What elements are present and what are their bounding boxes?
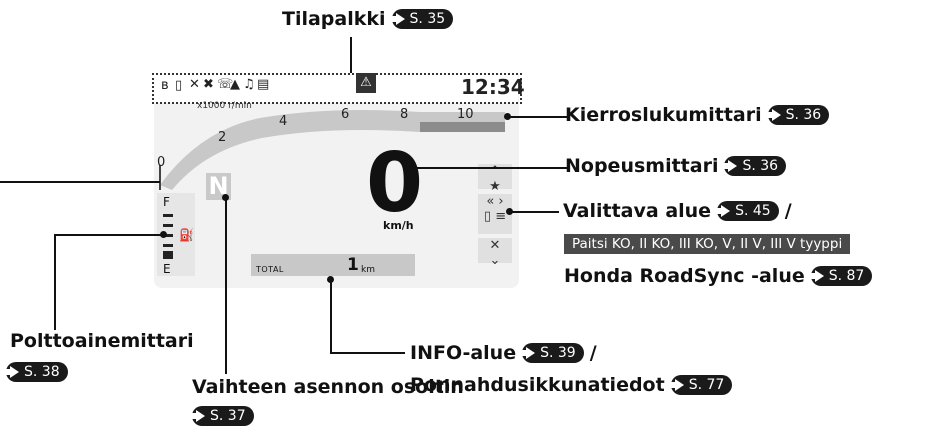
leader-line	[0, 181, 160, 183]
fuel-gauge-label: Polttoainemittari	[10, 330, 194, 352]
call-icon: ☏	[217, 77, 234, 92]
speed-value: 0	[366, 136, 424, 231]
fuel-gauge-ref: S. 38	[3, 362, 68, 382]
popup-label: Ponnahdusikkunatiedot	[410, 374, 665, 396]
bluetooth-icon: ʙ	[161, 78, 169, 93]
page-reference[interactable]: S. 87	[807, 266, 873, 286]
rpm-tick: 2	[218, 130, 227, 145]
rpm-tick: 8	[400, 107, 409, 122]
speed-unit: km/h	[383, 219, 414, 232]
fuel-level	[163, 251, 173, 259]
message-icon: ▤	[257, 77, 270, 92]
roadsync-label: Honda RoadSync -alue	[564, 265, 805, 287]
model-exception-note: Paitsi KO, II KO, III KO, V, II V, III V…	[564, 234, 851, 254]
page-reference[interactable]: S. 77	[667, 375, 733, 395]
selectable-area-icons: « ›▯ ≡	[478, 194, 512, 234]
fuel-tick	[163, 224, 173, 227]
roadsync-callout: Honda RoadSync -alue S. 87	[564, 265, 873, 287]
rpm-unit: x1000 r/min	[197, 101, 252, 111]
speedometer-callout: Nopeusmittari S. 36	[565, 155, 787, 177]
page-reference[interactable]: S. 35	[388, 9, 454, 29]
fuel-tick	[163, 214, 173, 217]
status-bar-highlight	[152, 73, 522, 104]
warning-icon: ⚠	[356, 73, 376, 93]
info-area	[251, 254, 415, 276]
fuel-pump-icon: ⛽	[179, 228, 194, 242]
page-reference[interactable]: S. 36	[764, 105, 830, 125]
leader-line	[509, 211, 559, 213]
music-icon: ♫	[243, 77, 255, 92]
page-reference[interactable]: S. 45	[714, 201, 779, 221]
gear-indicator-label: Vaihteen asennon osoitin	[192, 376, 464, 398]
rpm-tick: 10	[457, 107, 474, 122]
leader-dot	[160, 231, 167, 238]
leader-line	[350, 37, 352, 73]
fuel-empty-label: E	[163, 262, 171, 276]
mute-icon: ✖	[203, 77, 214, 92]
leader-dot	[222, 194, 229, 201]
leader-line	[54, 234, 56, 330]
no-signal-icon: ✕	[189, 77, 200, 92]
fuel-gauge-callout: Polttoainemittari	[10, 330, 194, 352]
page-reference[interactable]: S. 39	[519, 343, 584, 363]
redline-zone	[420, 122, 505, 132]
leader-line	[413, 167, 569, 169]
page-reference[interactable]: S. 37	[189, 406, 254, 426]
selectable-area-callout: Valittava alue S. 45 /	[563, 200, 792, 222]
fuel-tick	[163, 244, 173, 247]
navigation-icon: ▲	[230, 77, 240, 92]
popup-callout: Ponnahdusikkunatiedot S. 77	[410, 374, 733, 396]
status-bar-callout: Tilapalkki S. 35	[282, 8, 454, 30]
leader-line	[225, 196, 227, 374]
gear-indicator-ref: S. 37	[189, 406, 254, 426]
fuel-full-label: F	[163, 195, 170, 209]
selectable-area-label: Valittava alue	[563, 200, 712, 222]
leader-dot	[504, 113, 511, 120]
page-reference[interactable]: S. 38	[3, 362, 68, 382]
speedometer-label: Nopeusmittari	[565, 155, 719, 177]
info-value: 1	[347, 255, 359, 275]
status-bar-label: Tilapalkki	[282, 8, 386, 30]
leader-line	[330, 279, 332, 353]
phone-icon: ▯	[175, 78, 183, 93]
mute-scroll-icon: ✕⌄	[478, 238, 512, 268]
leader-line	[509, 116, 569, 118]
info-area-label: INFO-alue	[410, 342, 517, 364]
page-reference[interactable]: S. 36	[721, 156, 787, 176]
clock: 12:34	[461, 75, 525, 99]
leader-dot	[409, 164, 416, 171]
tachometer-callout: Kierroslukumittari S. 36	[565, 104, 830, 126]
rpm-tick: 6	[341, 107, 350, 122]
info-unit: km	[361, 265, 375, 275]
rpm-tick: 0	[157, 155, 166, 170]
info-area-callout: INFO-alue S. 39 /	[410, 342, 597, 364]
fuel-tick	[163, 234, 173, 237]
leader-line	[330, 352, 405, 354]
leader-dot	[327, 276, 334, 283]
rpm-tick: 4	[279, 114, 288, 129]
leader-line	[54, 234, 164, 236]
gear-indicator-callout: Vaihteen asennon osoitin	[192, 376, 464, 398]
info-label: TOTAL	[256, 265, 284, 274]
tachometer-label: Kierroslukumittari	[565, 104, 762, 126]
leader-dot	[506, 208, 513, 215]
